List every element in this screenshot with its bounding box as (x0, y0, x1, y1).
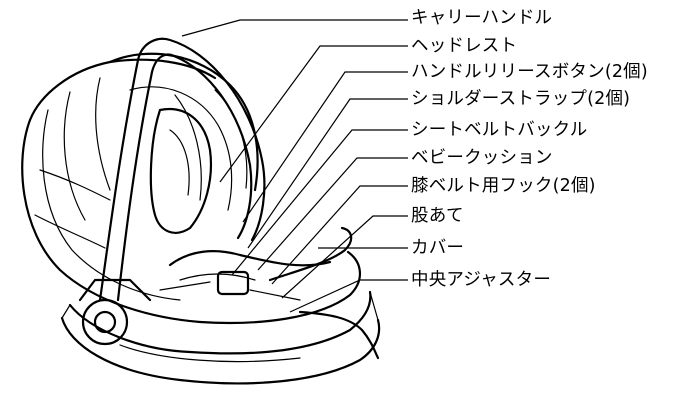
leader-center-adjuster (289, 279, 408, 313)
label-cover: カバー (411, 238, 465, 258)
center-adjuster-strap (298, 310, 380, 360)
leader-carry-handle (181, 19, 408, 37)
label-baby-cushion: ベビークッション (411, 148, 553, 168)
leader-buckle (231, 129, 408, 276)
label-crotch-pad: 股あて (411, 206, 464, 226)
label-seatbelt-buckle: シートベルトバックル (411, 120, 588, 140)
label-shoulder-strap: ショルダーストラップ(2個) (411, 89, 631, 109)
leader-crotch-pad (281, 215, 408, 299)
label-carry-handle: キャリーハンドル (411, 8, 553, 28)
harness-and-buckle (159, 226, 353, 301)
label-handle-release: ハンドルリリースボタン(2個) (411, 62, 648, 82)
leader-baby-cushion (257, 157, 408, 271)
leader-lines (181, 19, 408, 313)
headrest (149, 107, 212, 234)
leader-handle-release (242, 71, 408, 223)
seat-shell (21, 58, 361, 325)
label-center-adjuster: 中央アジャスター (411, 270, 552, 290)
leader-shoulder-strap (247, 98, 408, 249)
label-headrest: ヘッドレスト (411, 36, 518, 56)
carry-handle (78, 37, 266, 346)
leader-headrest (219, 45, 408, 183)
label-knee-belt-hook: 膝ベルト用フック(2個) (411, 176, 596, 196)
leader-knee-hook (271, 185, 408, 285)
seat-base (60, 290, 381, 385)
